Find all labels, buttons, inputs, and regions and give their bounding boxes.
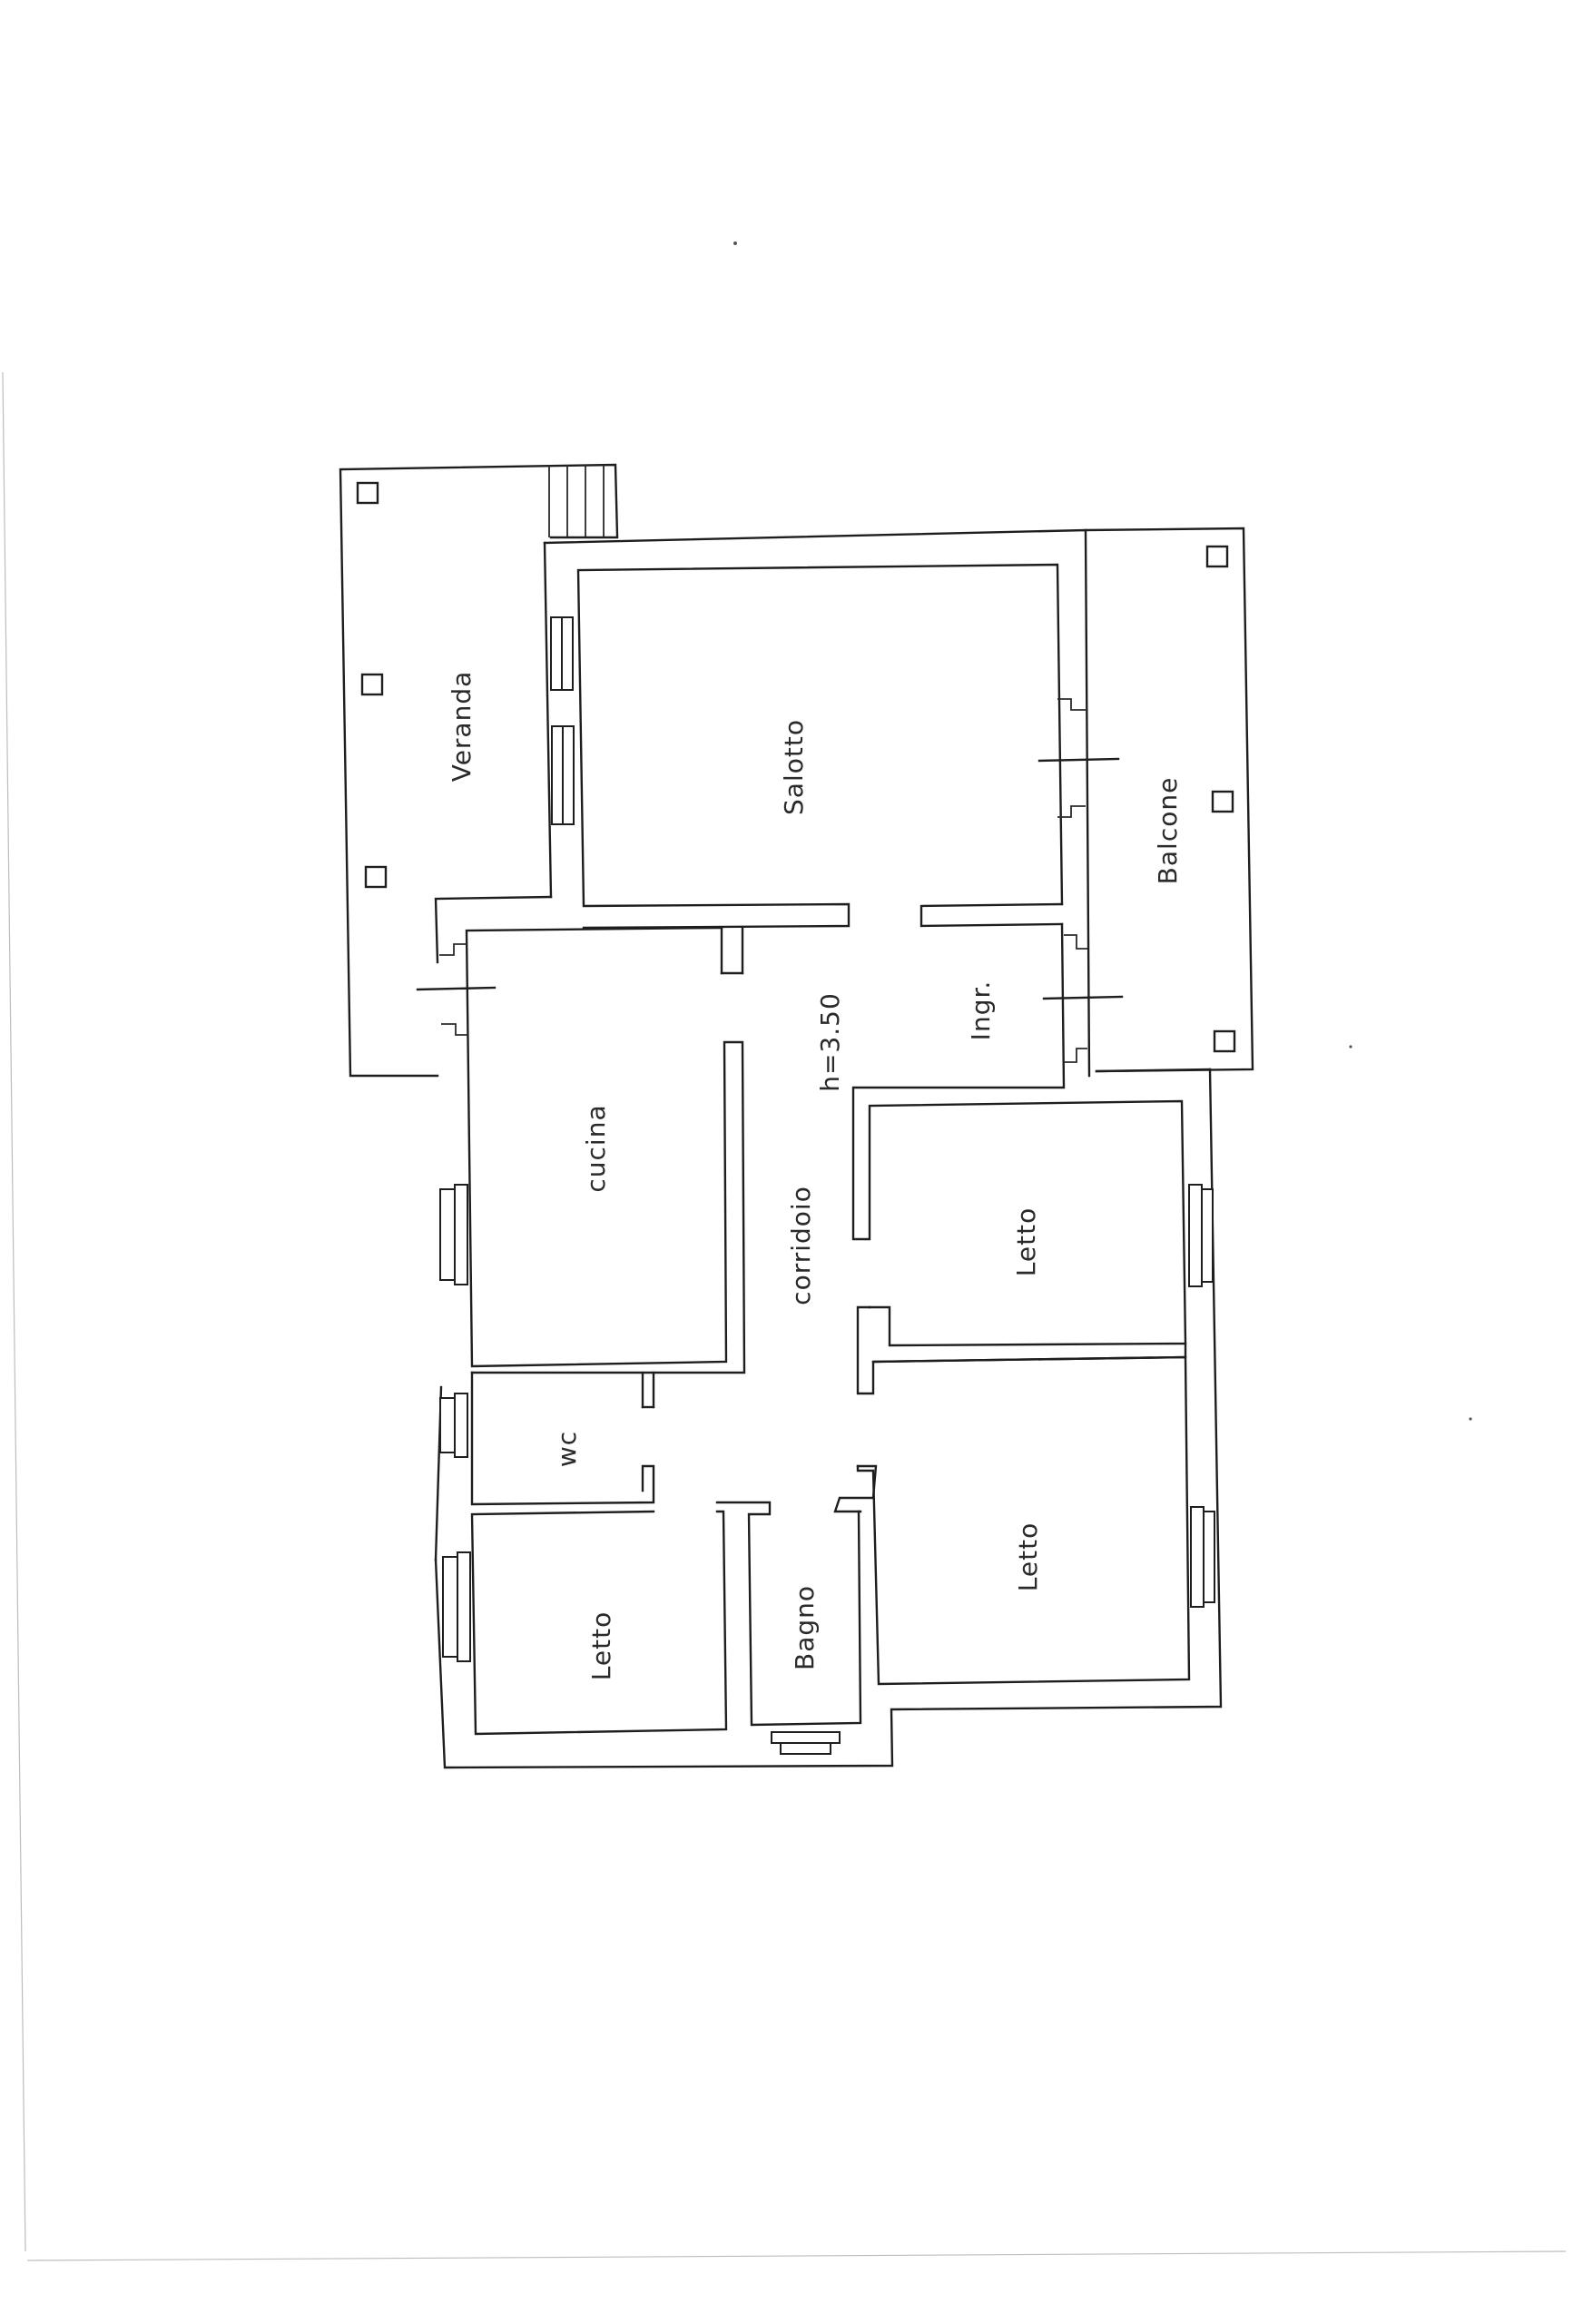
letto-upper-right bbox=[856, 1305, 1187, 1395]
ingresso bbox=[851, 922, 1187, 1347]
veranda bbox=[339, 463, 619, 1078]
window bbox=[1201, 1188, 1214, 1283]
window bbox=[1188, 1184, 1203, 1287]
window bbox=[1203, 1511, 1215, 1603]
wc bbox=[470, 1371, 655, 1506]
veranda-pillar bbox=[360, 673, 384, 696]
window bbox=[1190, 1506, 1205, 1608]
door-tick bbox=[1037, 757, 1120, 763]
window bbox=[551, 725, 564, 825]
veranda-pillar bbox=[356, 481, 379, 505]
cucina bbox=[465, 926, 746, 1374]
window bbox=[771, 1731, 841, 1744]
bagno-label: Bagno bbox=[790, 1585, 820, 1670]
door-tick bbox=[416, 986, 497, 991]
height-label: h=3.50 bbox=[815, 992, 845, 1092]
scan-speck bbox=[733, 241, 737, 245]
scan-left-edge bbox=[2, 371, 26, 2252]
bagno bbox=[715, 1501, 862, 1727]
scan-bottom-edge bbox=[26, 2250, 1567, 2261]
window bbox=[454, 1184, 468, 1285]
balcone bbox=[1084, 527, 1254, 1073]
balcone-pillar bbox=[1211, 790, 1234, 813]
letto-lower-right-label: Letto bbox=[1013, 1522, 1043, 1591]
letto-lower-right bbox=[833, 1355, 1191, 1686]
scan-speck bbox=[1349, 1045, 1352, 1049]
windows bbox=[439, 616, 1215, 1755]
window bbox=[454, 1393, 468, 1458]
doors bbox=[416, 698, 1124, 1063]
veranda-label: Veranda bbox=[447, 671, 477, 783]
window bbox=[780, 1742, 831, 1755]
veranda-pillar bbox=[364, 865, 388, 889]
room-labels: Veranda Salotto Balcone Ingr. h=3.50 cuc… bbox=[447, 671, 1183, 1680]
salotto bbox=[576, 563, 1064, 930]
letto-left-label: Letto bbox=[586, 1611, 616, 1680]
exterior-walls bbox=[434, 528, 1223, 1769]
scan-speck bbox=[1469, 1417, 1472, 1421]
salotto-label: Salotto bbox=[779, 719, 809, 815]
ingresso-label: Ingr. bbox=[966, 980, 996, 1041]
door-tick bbox=[1042, 995, 1124, 1000]
letto-upper-right-label: Letto bbox=[1011, 1207, 1041, 1276]
window bbox=[561, 616, 574, 691]
corridoio-label: corridoio bbox=[786, 1186, 816, 1305]
window bbox=[439, 1397, 456, 1453]
window bbox=[562, 725, 575, 825]
window bbox=[550, 616, 563, 691]
cucina-label: cucina bbox=[581, 1104, 611, 1192]
window bbox=[457, 1551, 471, 1662]
window bbox=[439, 1188, 456, 1281]
letto-left bbox=[470, 1510, 728, 1736]
balcone-label: Balcone bbox=[1153, 777, 1183, 885]
balcone-pillar bbox=[1205, 545, 1229, 568]
window bbox=[442, 1556, 458, 1658]
wc-label: wc bbox=[552, 1431, 582, 1467]
balcone-pillar bbox=[1213, 1029, 1236, 1053]
